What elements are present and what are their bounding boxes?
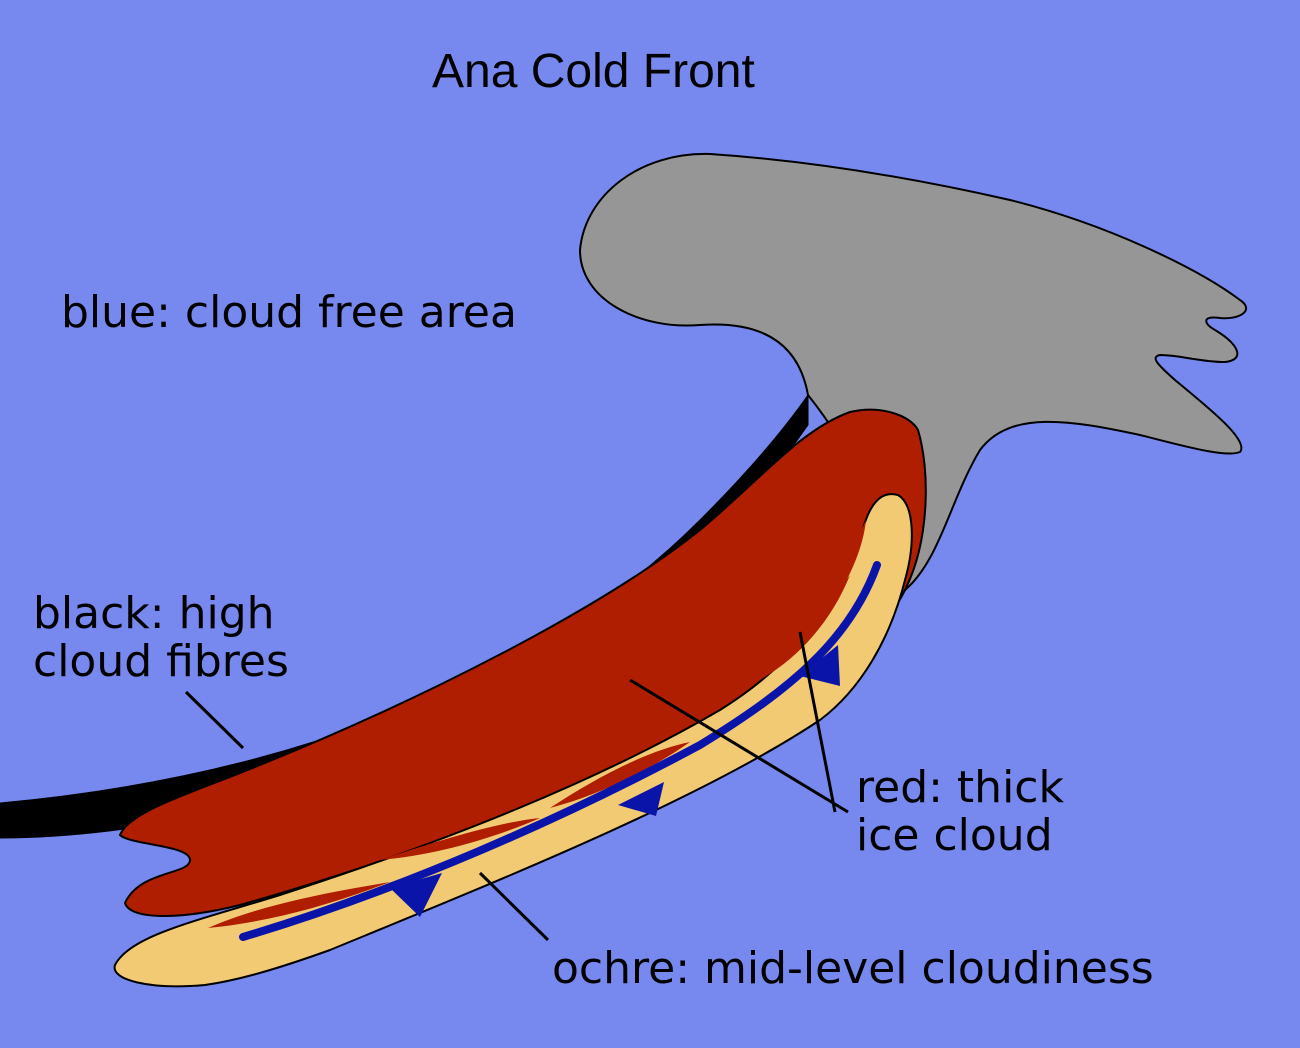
ice-streak: [640, 700, 730, 722]
label-line: ice cloud: [856, 810, 1053, 861]
mid-level-cloudiness-region: [113, 493, 913, 988]
leader-lines: [184, 631, 849, 942]
cold-front-triangle: [390, 873, 442, 917]
label-line: ochre: mid-level cloudiness: [552, 943, 1154, 994]
label-high-cloud-fibres: black: high cloud fibres: [33, 590, 289, 686]
leader-line-black: [184, 690, 245, 750]
ice-streak: [208, 882, 390, 928]
label-line: cloud fibres: [33, 636, 289, 687]
leader-line-red-2: [798, 631, 837, 813]
leader-line-ochre: [478, 871, 550, 942]
diagram-title: Ana Cold Front: [432, 45, 755, 98]
ice-cloud-streaks: [208, 520, 866, 928]
label-line: red: thick: [856, 762, 1064, 813]
cold-front-line: [239, 561, 881, 941]
label-cloud-free-area: blue: cloud free area: [61, 289, 517, 337]
label-line: black: high: [33, 588, 275, 639]
ice-streak: [550, 742, 690, 808]
cold-front-triangle: [618, 782, 664, 816]
label-mid-level-cloudiness: ochre: mid-level cloudiness: [552, 945, 1154, 993]
ice-streak: [380, 818, 540, 860]
leader-line-red-1: [629, 678, 849, 814]
label-line: blue: cloud free area: [61, 287, 517, 338]
cloud-head-region: [578, 152, 1248, 592]
label-thick-ice-cloud: red: thick ice cloud: [856, 764, 1064, 860]
